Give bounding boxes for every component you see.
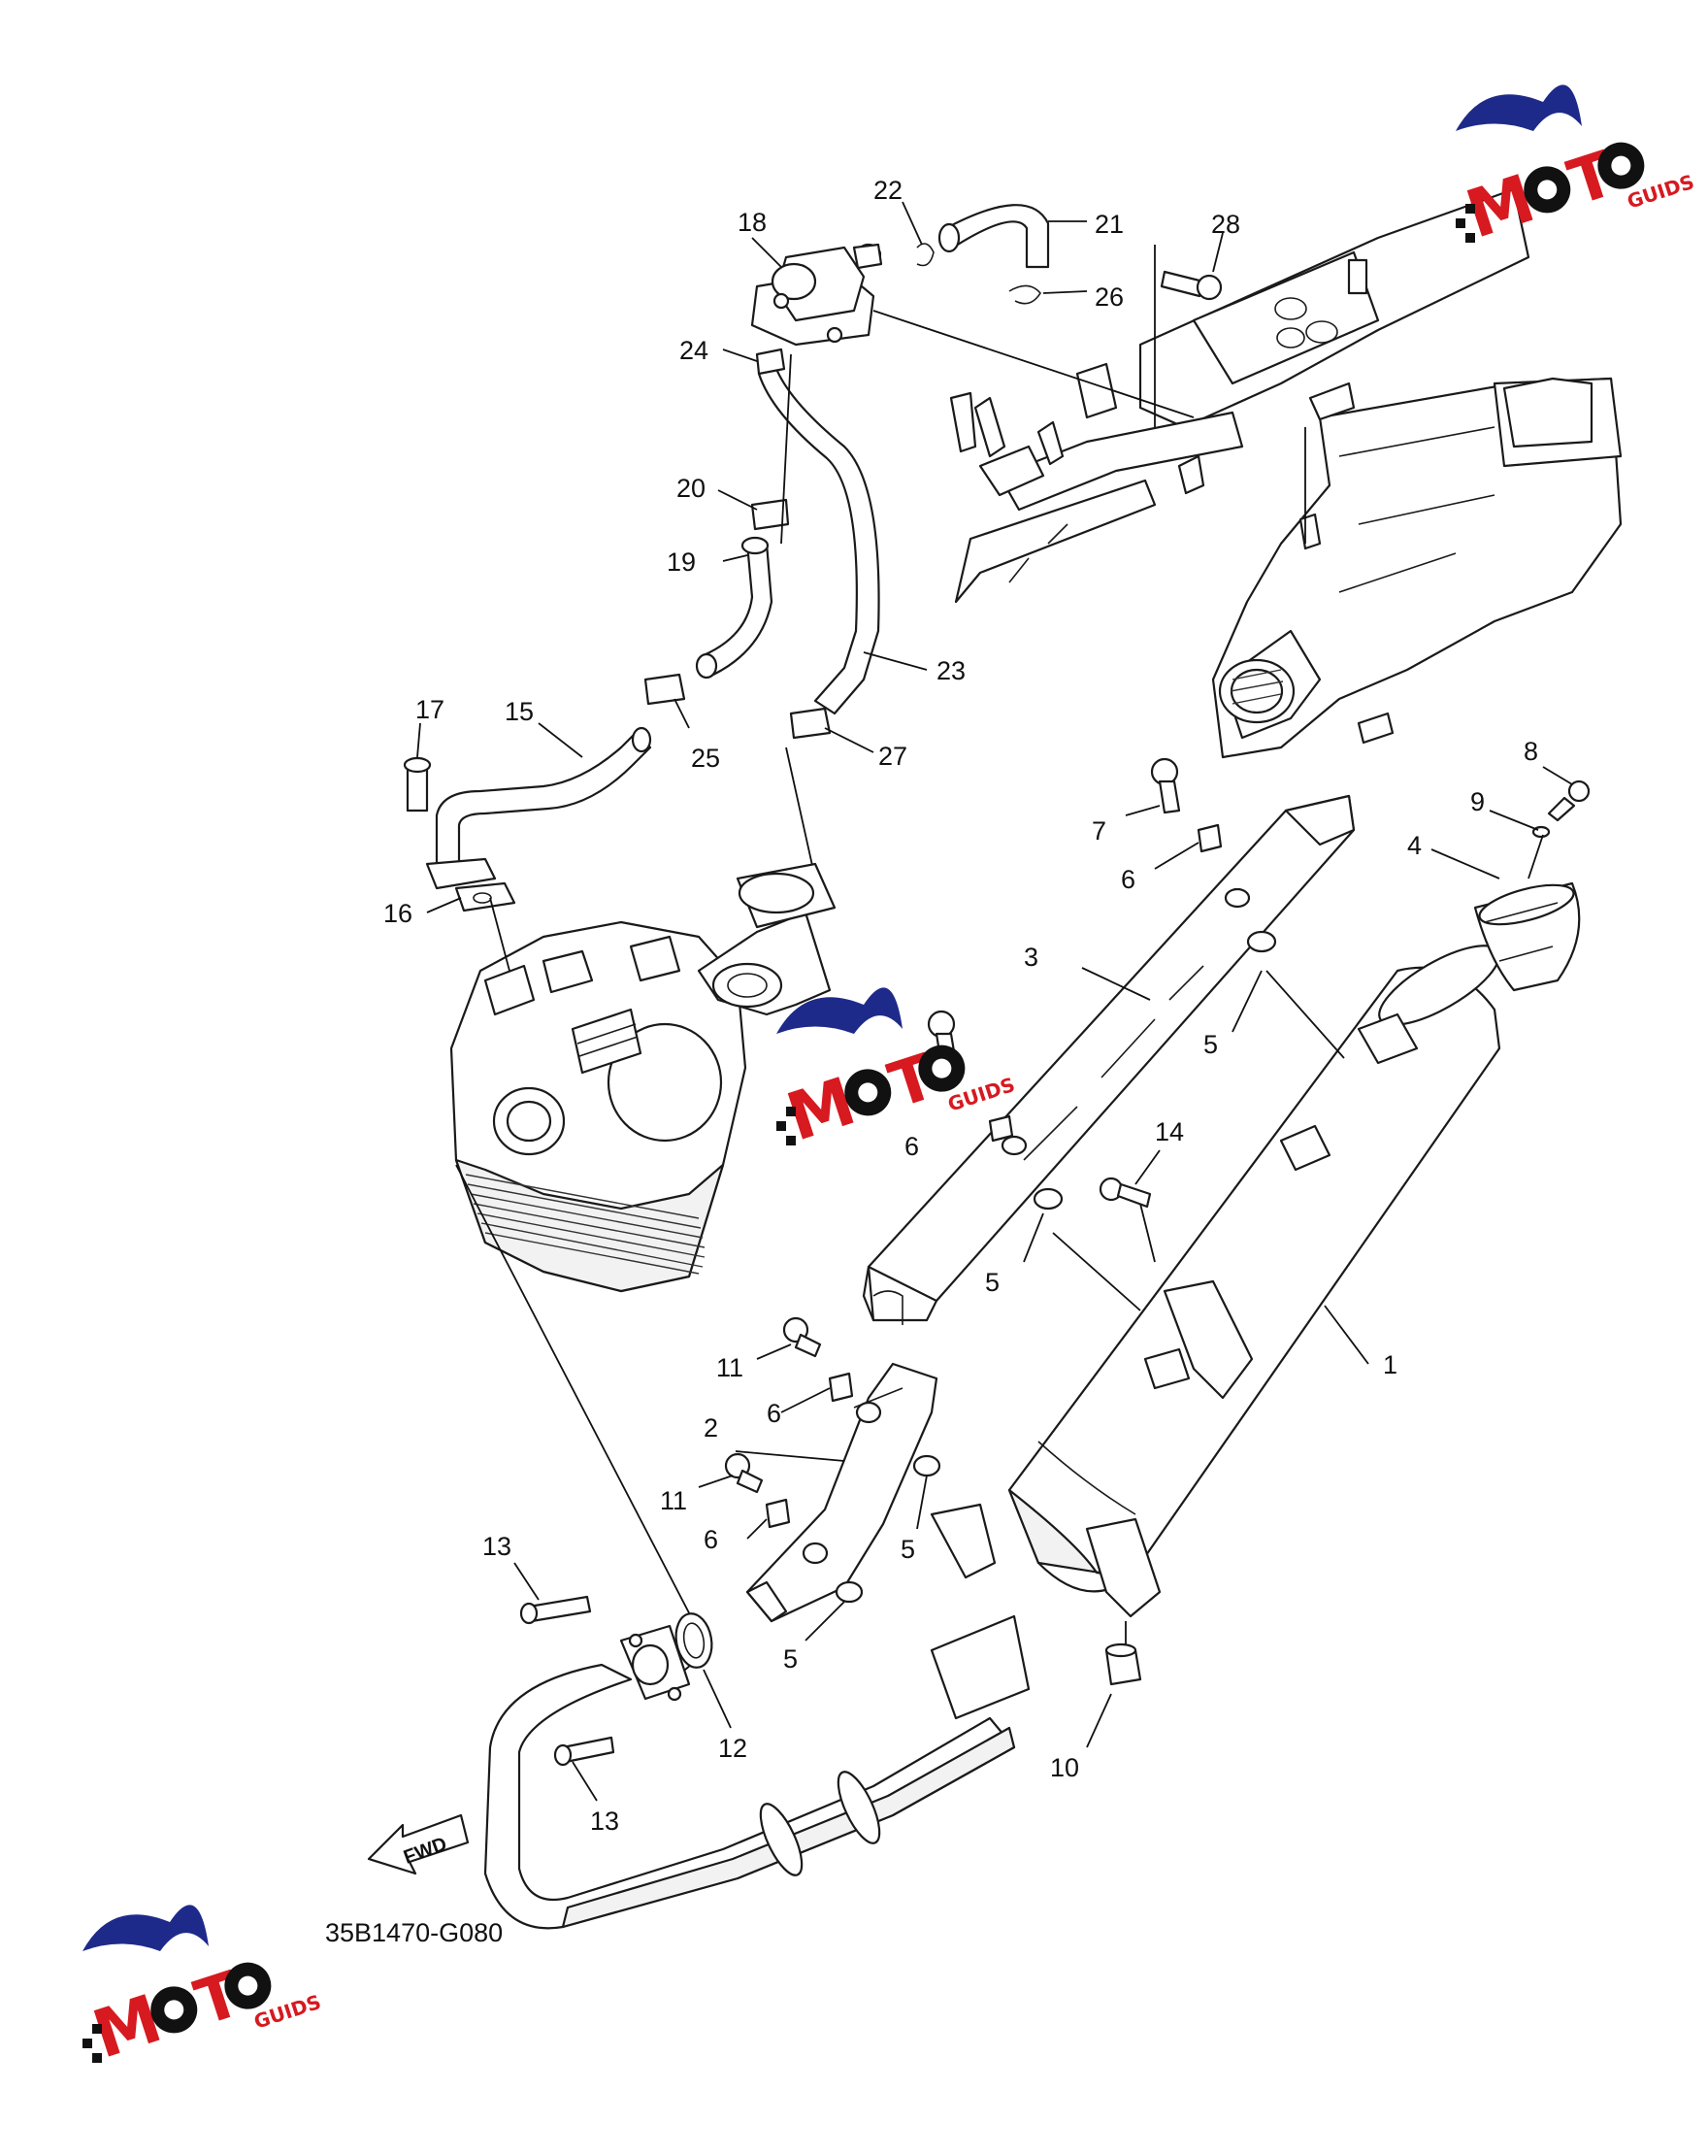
moto-guids-logo-text: M T GUIDS xyxy=(1458,139,1697,254)
callout-9: 9 xyxy=(1470,787,1485,816)
callout-23: 23 xyxy=(936,656,966,685)
callout-28: 28 xyxy=(1211,210,1240,239)
callout-7: 7 xyxy=(1092,816,1106,846)
callout-16: 16 xyxy=(383,899,412,928)
callout-18: 18 xyxy=(738,208,767,237)
callout-leaders xyxy=(416,201,1573,1802)
callout-22: 22 xyxy=(873,176,903,205)
callout-26: 26 xyxy=(1095,282,1124,312)
callout-labels: 1 2 3 4 5 5 5 5 6 6 6 6 7 8 9 10 11 11 1… xyxy=(383,176,1538,1836)
callout-27: 27 xyxy=(878,742,907,771)
callout-10: 10 xyxy=(1050,1753,1079,1782)
callout-2: 2 xyxy=(704,1413,718,1443)
watermark-logo-bottom-left: M T GUIDS xyxy=(82,1905,324,2074)
callout-21: 21 xyxy=(1095,210,1124,239)
callout-11-upper: 11 xyxy=(716,1353,743,1382)
callout-19: 19 xyxy=(667,547,696,577)
callout-12: 12 xyxy=(718,1734,747,1763)
callout-24: 24 xyxy=(679,336,708,365)
muffler xyxy=(930,779,1591,1618)
callout-6-top: 6 xyxy=(1121,865,1135,894)
forward-arrow: FWD xyxy=(367,1813,470,1875)
callout-5-lower-right: 5 xyxy=(901,1535,915,1564)
diagram-code: 35B1470-G080 xyxy=(325,1918,503,1947)
callout-5-lower-left: 5 xyxy=(783,1644,798,1674)
watermark-logo-top-right: M T GUIDS xyxy=(1456,84,1697,254)
callout-5-middle: 5 xyxy=(985,1268,1000,1297)
callout-25: 25 xyxy=(691,744,720,773)
callout-13-upper: 13 xyxy=(482,1532,511,1561)
callout-8: 8 xyxy=(1524,737,1538,766)
callout-17: 17 xyxy=(415,695,444,724)
exhaust-pipe xyxy=(483,1595,1142,1930)
callout-20: 20 xyxy=(676,474,706,503)
callout-5-upper: 5 xyxy=(1203,1030,1218,1059)
heat-protector-lower xyxy=(745,1362,938,1623)
frame xyxy=(872,187,1623,759)
callout-1: 1 xyxy=(1383,1350,1397,1379)
callout-4: 4 xyxy=(1407,831,1422,860)
air-induction-system xyxy=(403,204,1223,912)
callout-6-lower-a: 6 xyxy=(767,1399,781,1428)
callout-6-lower-b: 6 xyxy=(704,1525,718,1554)
callout-15: 15 xyxy=(505,697,534,726)
callout-14: 14 xyxy=(1155,1117,1184,1146)
heat-protector-upper xyxy=(862,794,1356,1325)
callout-6-middle: 6 xyxy=(904,1132,919,1161)
callout-3: 3 xyxy=(1024,943,1038,972)
cooling-fins xyxy=(465,1174,706,1275)
engine-cylinder-head xyxy=(449,862,837,1675)
callout-11-lower: 11 xyxy=(660,1486,687,1515)
watermark-logo-center: M T GUIDS xyxy=(776,987,1018,1157)
callout-13-lower: 13 xyxy=(590,1807,619,1836)
